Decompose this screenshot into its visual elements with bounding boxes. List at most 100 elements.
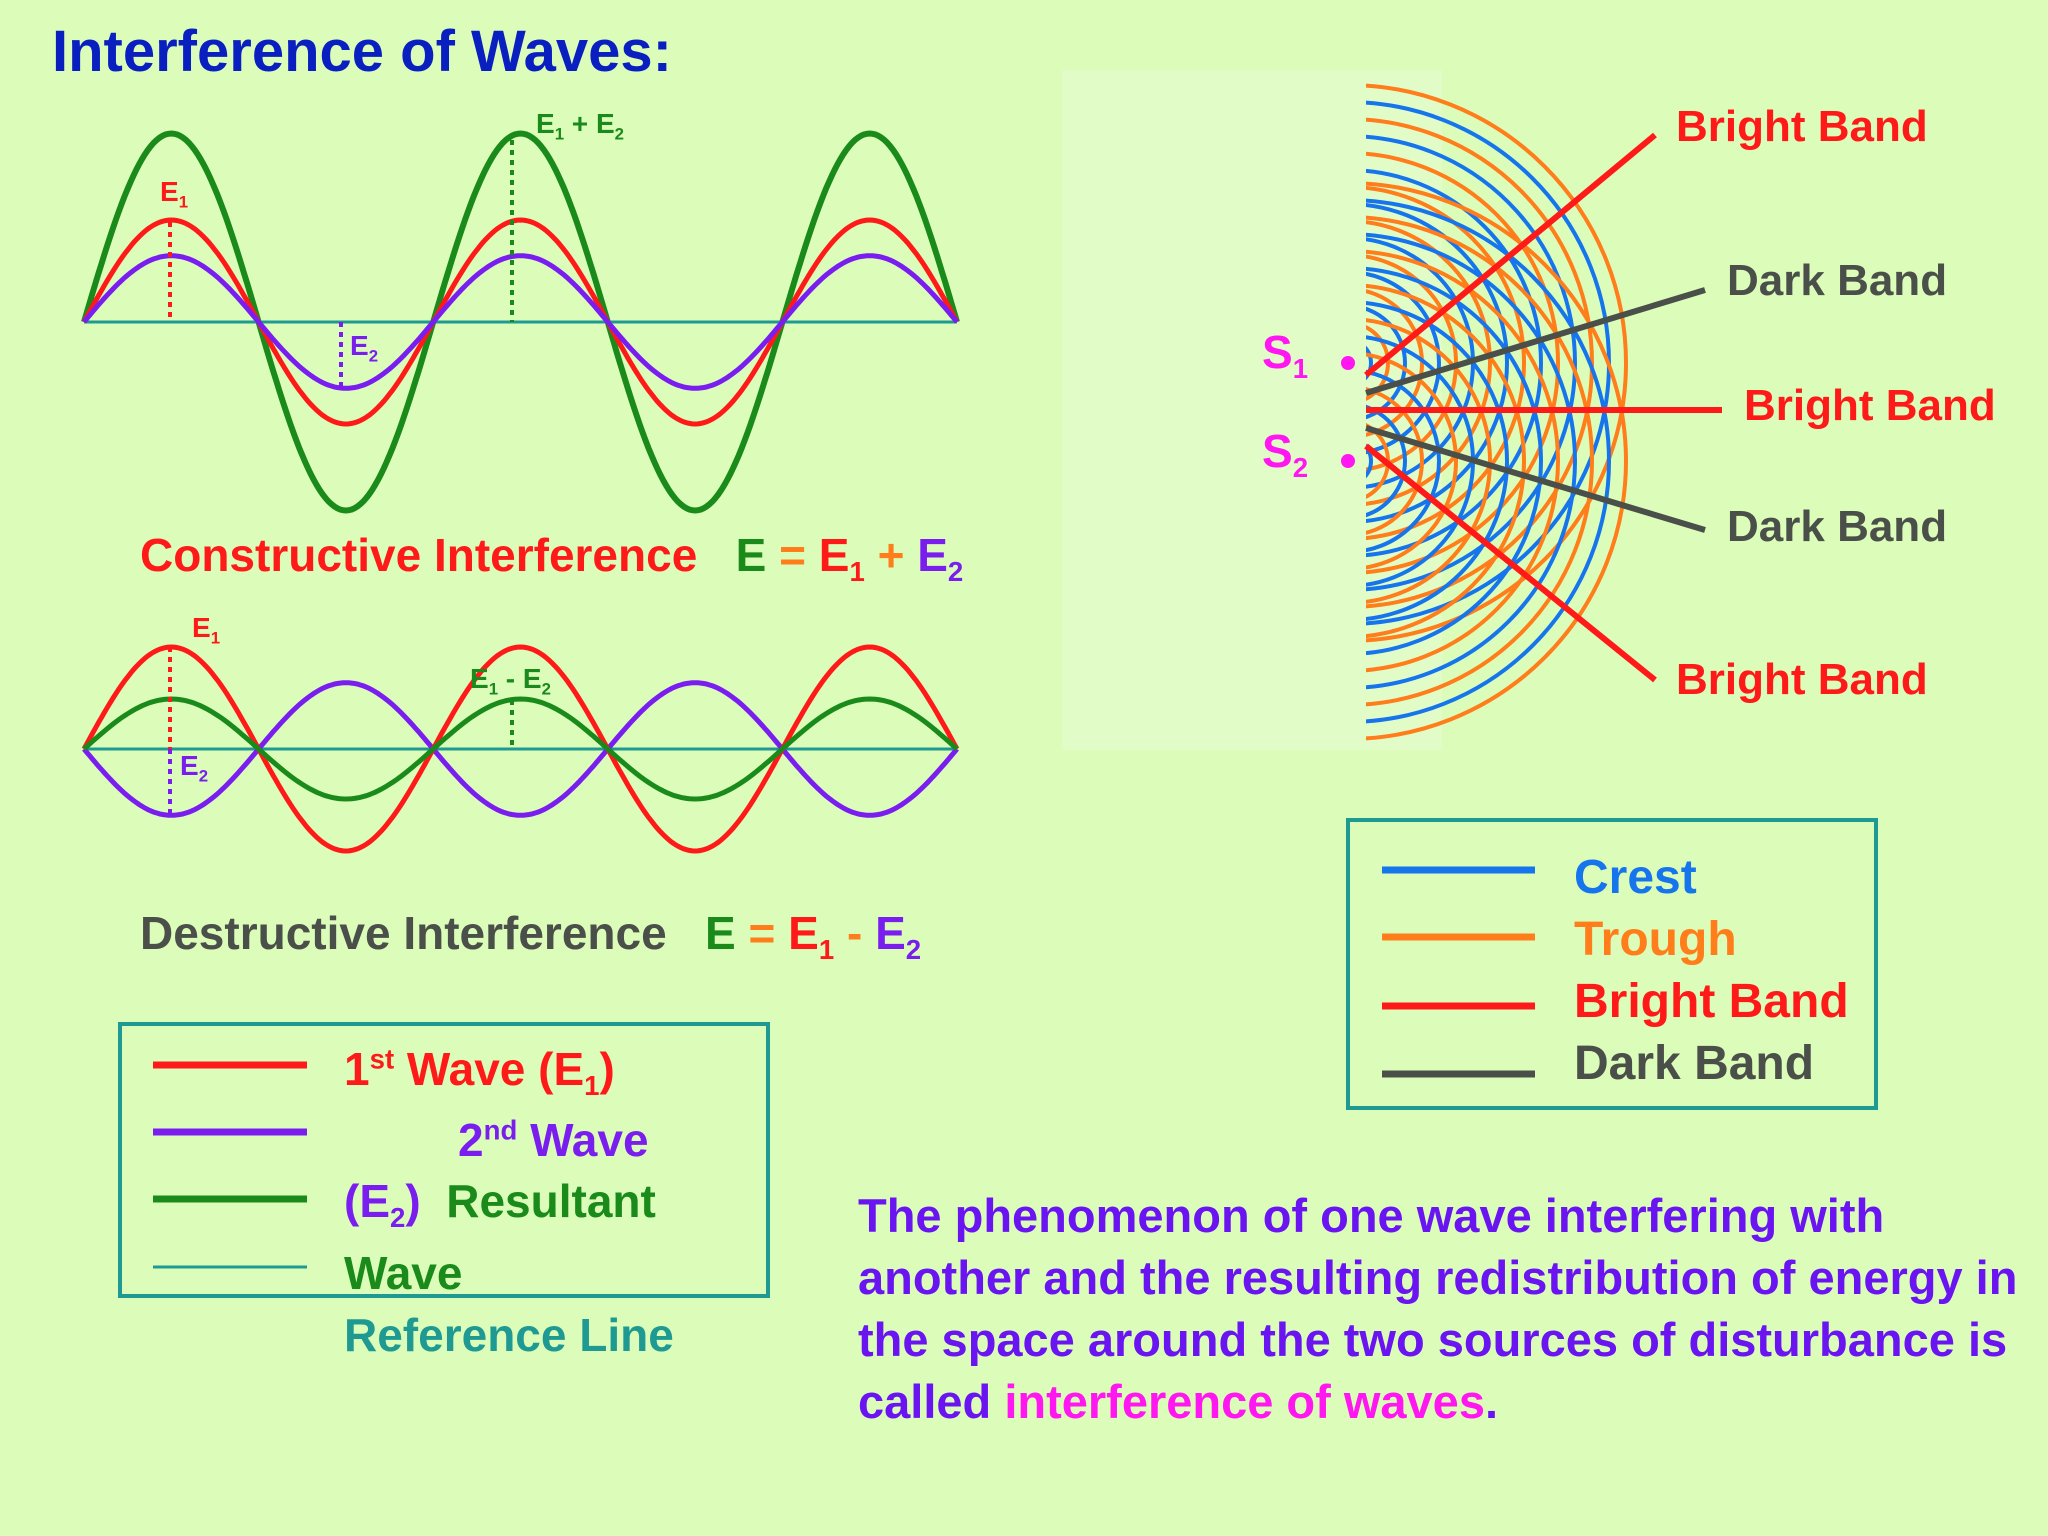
equation-e: E	[705, 907, 736, 959]
label-sub: 2	[614, 124, 624, 144]
trough-arc	[1366, 220, 1492, 506]
crest-arc	[1366, 443, 1373, 479]
interference-pattern	[1062, 70, 1722, 750]
crest-arc	[1366, 271, 1441, 455]
trough-arc	[1366, 215, 1594, 707]
legend-bright-band: Bright Band	[1574, 975, 1849, 1028]
crest-arc	[1366, 134, 1577, 592]
description: The phenomenon of one wave interfering w…	[858, 1185, 2038, 1433]
trough-arc	[1366, 352, 1458, 570]
constructive-e1-label: E1	[160, 176, 188, 213]
equation-e1: E	[818, 529, 850, 581]
legend-wave: Wave	[344, 1247, 463, 1299]
crest-arc	[1366, 306, 1407, 420]
bright-band-label-bottom: Bright Band	[1676, 655, 1928, 704]
constructive-sum-label: E1 + E2	[536, 108, 624, 145]
equation-eq: =	[766, 529, 819, 581]
caption-text: Constructive Interference	[140, 529, 698, 581]
bright-band-line-bottom	[1364, 443, 1657, 683]
constructive-caption: Constructive Interference E = E1 + E2	[140, 528, 963, 588]
description-end: .	[1484, 1375, 1499, 1428]
source-text: S	[1262, 425, 1293, 477]
constructive-e2-label: E2	[350, 330, 378, 367]
equation-minus: -	[834, 907, 876, 959]
equation-plus: +	[864, 529, 918, 581]
caption-text: Destructive Interference	[140, 907, 667, 959]
crest-arc	[1366, 369, 1441, 553]
equation-e2-sub: 2	[905, 934, 922, 966]
resultant-wave	[81, 130, 960, 514]
description-highlight: interference of waves	[1004, 1375, 1485, 1428]
description-text: The phenomenon of one wave interfering w…	[858, 1189, 2018, 1428]
trough-arc	[1366, 318, 1492, 604]
source-sub: 2	[1292, 452, 1309, 484]
equation-e1-sub: 1	[849, 556, 865, 588]
trough-arc	[1366, 83, 1628, 643]
legend-text: Wave (E	[394, 1043, 585, 1095]
equation-e: E	[735, 529, 767, 581]
crest-arc	[1366, 232, 1577, 690]
label-sub: 2	[541, 679, 551, 699]
source-2-dot	[1341, 454, 1355, 468]
legend-sup: st	[369, 1043, 395, 1075]
legend-reference-line: Reference Line	[344, 1309, 674, 1361]
destructive-interference-graph	[81, 644, 960, 854]
trough-arc	[1366, 387, 1424, 535]
dark-band-label-lower: Dark Band	[1727, 502, 1948, 551]
destructive-e2-label: E2	[180, 750, 208, 787]
dark-band-line-upper	[1365, 287, 1706, 396]
legend-resultant: (E2) Resultant	[344, 1174, 656, 1234]
bright-band-line-top	[1364, 132, 1657, 378]
legend-text: (E	[344, 1175, 390, 1227]
trough-arc	[1366, 185, 1526, 541]
trough-arc	[1366, 289, 1424, 437]
label-text: - E	[498, 663, 542, 694]
bright-band-label-top: Bright Band	[1676, 102, 1928, 151]
crest-arc	[1366, 345, 1373, 381]
legend-dark-band: Dark Band	[1574, 1037, 1815, 1090]
source-sub: 1	[1292, 353, 1309, 385]
equation-e1-sub: 1	[818, 934, 835, 966]
dark-band-line-lower	[1365, 425, 1706, 533]
destructive-caption: Destructive Interference E = E1 - E2	[140, 906, 921, 966]
legend-crest: Crest	[1574, 851, 1697, 904]
legend-sup: nd	[483, 1114, 518, 1146]
page-title: Interference of Waves:	[52, 19, 672, 84]
legend-second-wave: 2nd Wave	[458, 1113, 649, 1167]
dark-band-label-upper: Dark Band	[1727, 256, 1948, 305]
equation-e2: E	[875, 907, 906, 959]
destructive-diff-label: E1 - E2	[470, 663, 551, 700]
equation-e2: E	[917, 529, 948, 581]
destructive-e1-label: E1	[192, 612, 220, 649]
crest-arc	[1366, 266, 1543, 656]
first-wave	[81, 644, 960, 854]
legend-text: )	[599, 1043, 615, 1095]
second-wave	[82, 253, 959, 391]
pattern-legend-swatches	[1382, 866, 1535, 1078]
equation-e1: E	[788, 907, 819, 959]
crest-arc	[1366, 404, 1407, 518]
crest-arc	[1366, 168, 1543, 558]
wave-legend-swatches	[153, 1061, 307, 1269]
legend-sub: 1	[584, 1070, 600, 1102]
pattern-legend	[1346, 818, 1878, 1110]
legend-first-wave: 1st Wave (E1)	[344, 1042, 615, 1102]
label-text: E	[470, 663, 489, 694]
label-sub: 1	[488, 679, 499, 699]
trough-arc	[1366, 181, 1628, 741]
crest-arc	[1366, 198, 1611, 724]
label-sub: 1	[554, 124, 565, 144]
equation-e2-sub: 2	[947, 556, 964, 588]
label-sub: 2	[198, 766, 209, 786]
label-sub: 2	[368, 346, 379, 366]
legend-trough: Trough	[1574, 913, 1737, 966]
constructive-interference-graph	[81, 130, 960, 514]
label-text: E	[350, 330, 369, 361]
first-wave	[81, 217, 960, 427]
second-wave	[82, 680, 959, 818]
label-text: E	[160, 176, 179, 207]
legend-text: 1	[344, 1043, 370, 1095]
resultant-wave	[82, 696, 959, 802]
label-sub: 1	[210, 628, 221, 648]
